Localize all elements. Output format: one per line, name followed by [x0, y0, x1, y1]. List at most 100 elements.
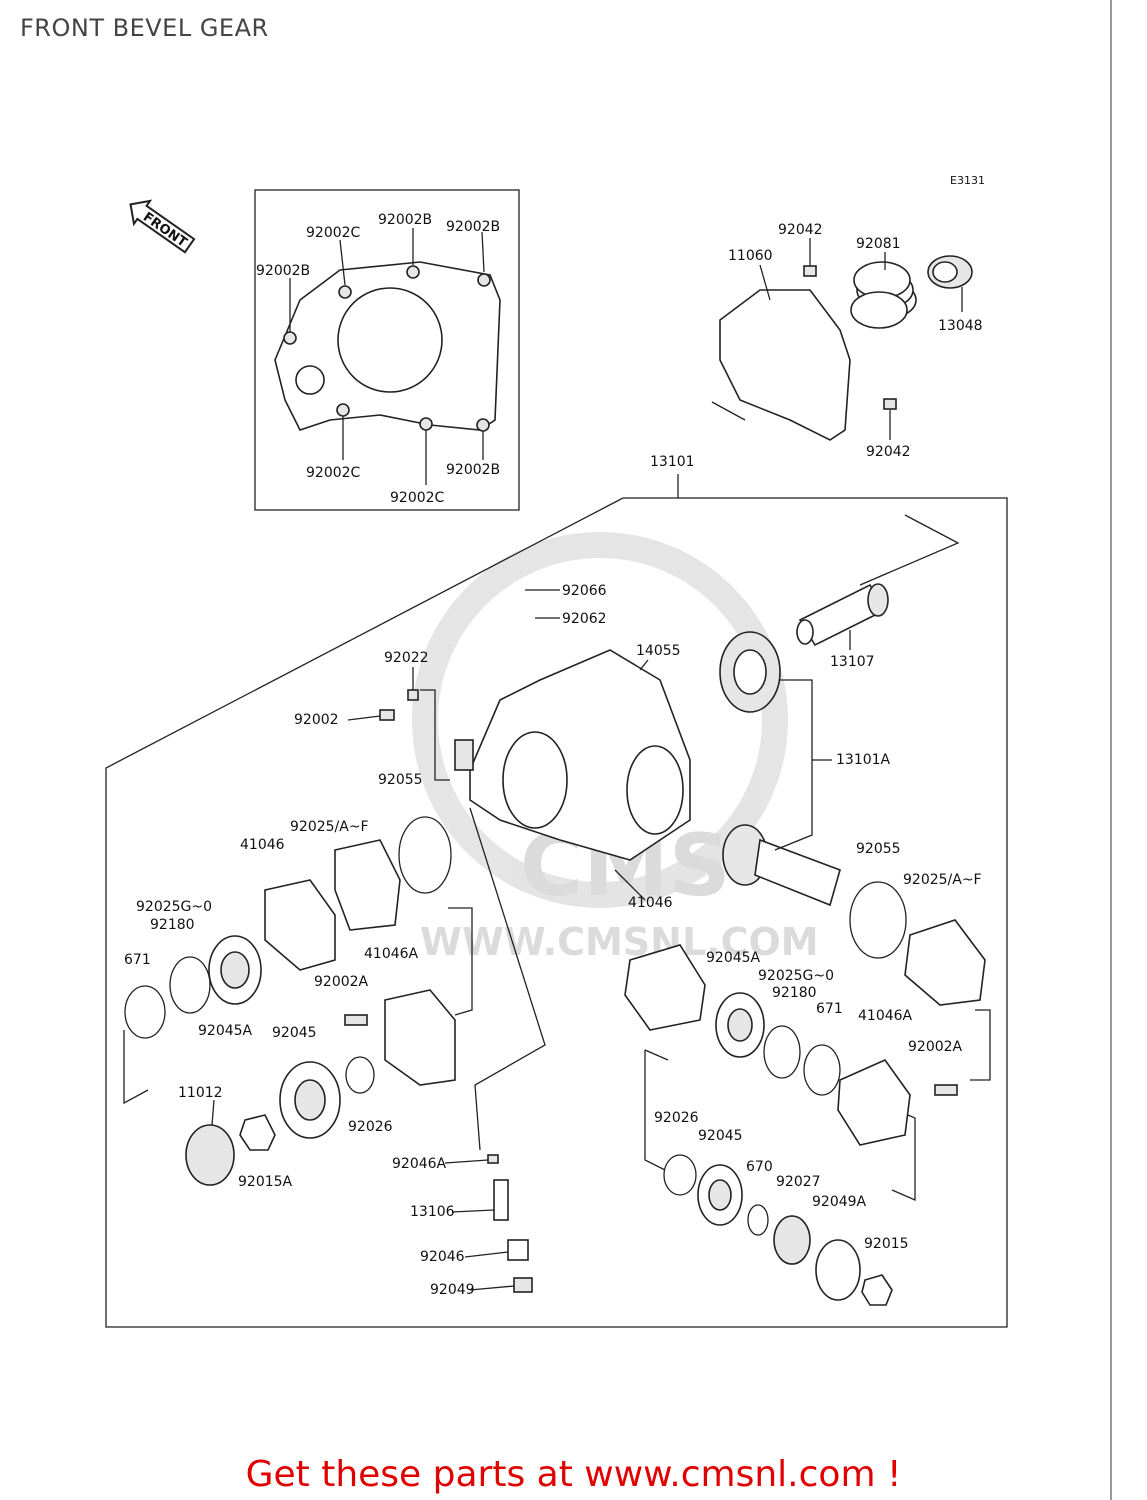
part-label[interactable]: 92002A — [314, 974, 369, 990]
part-label[interactable]: 92026 — [654, 1110, 699, 1126]
part-label[interactable]: 92049A — [812, 1194, 867, 1210]
part-label[interactable]: 92002 — [294, 712, 339, 728]
bolt-92002A-left — [344, 1014, 368, 1026]
shaft-13107 — [796, 583, 889, 647]
part-label[interactable]: 92025/A~F — [903, 872, 982, 888]
part-label[interactable]: 92002C — [306, 225, 361, 241]
part-label[interactable]: 92046 — [420, 1249, 465, 1265]
part-label[interactable]: 92055 — [378, 772, 423, 788]
ring-gear-13101A — [719, 631, 781, 713]
part-label[interactable]: 92025G~0 — [136, 899, 212, 915]
part-label[interactable]: 92015 — [864, 1236, 909, 1252]
part-label[interactable]: 92045 — [698, 1128, 743, 1144]
cover-92025-left — [334, 839, 401, 931]
part-label[interactable]: 671 — [124, 952, 151, 968]
part-label[interactable]: 13101A — [836, 752, 891, 768]
exploded-parts-diagram: CMS WWW.CMSNL.COM E3131 FRONT — [105, 174, 1008, 1328]
part-label[interactable]: 92180 — [772, 985, 817, 1001]
o-ring-671-right — [803, 1044, 841, 1096]
part-label[interactable]: 92042 — [866, 444, 911, 460]
dowel-92042-a — [803, 265, 817, 277]
bearing-housing-41046A-left — [384, 989, 456, 1086]
spring-92081 — [850, 261, 917, 329]
part-label[interactable]: 92002C — [390, 490, 445, 506]
bearing-13048 — [927, 255, 973, 289]
part-label[interactable]: 92025/A~F — [290, 819, 369, 835]
gasket-housing-inset — [274, 261, 501, 432]
part-label[interactable]: 92062 — [562, 611, 607, 627]
page-title: FRONT BEVEL GEAR — [20, 14, 269, 42]
part-label[interactable]: 92002B — [256, 263, 310, 279]
part-label[interactable]: 92002C — [306, 465, 361, 481]
part-label[interactable]: 92042 — [778, 222, 823, 238]
diagram-code: E3131 — [950, 174, 985, 187]
shaft-13106 — [493, 1179, 509, 1221]
part-label[interactable]: 41046A — [858, 1008, 913, 1024]
seal-92180-left — [169, 956, 211, 1014]
part-label[interactable]: 92081 — [856, 236, 901, 252]
part-label[interactable]: 92180 — [150, 917, 195, 933]
part-label[interactable]: 92002A — [908, 1039, 963, 1055]
seal-11012 — [185, 1124, 235, 1186]
part-label[interactable]: 671 — [816, 1001, 843, 1017]
front-arrow-icon: FRONT — [129, 199, 196, 254]
pinion-gear-13101A — [722, 824, 841, 907]
bearing-housing-41046-left — [264, 879, 336, 971]
bolt-92002 — [379, 709, 395, 721]
collar-92027 — [773, 1215, 811, 1265]
part-label[interactable]: 14055 — [636, 643, 681, 659]
part-label[interactable]: 92022 — [384, 650, 429, 666]
page-divider — [1110, 0, 1112, 1500]
part-labels: 92002C 92002B 92002B 92002B 92002C 92002… — [124, 212, 983, 1298]
part-label[interactable]: 670 — [746, 1159, 773, 1175]
part-label[interactable]: 92015A — [238, 1174, 293, 1190]
assembly-outline — [105, 497, 1008, 1328]
part-label[interactable]: 41046A — [364, 946, 419, 962]
washer-92022 — [407, 689, 419, 701]
part-label[interactable]: 92045A — [198, 1023, 253, 1039]
cover-92025-right — [904, 919, 986, 1006]
seal-92046A — [487, 1154, 499, 1164]
nut-92015 — [861, 1274, 893, 1306]
collar-92046 — [507, 1239, 529, 1261]
o-ring-671-left — [124, 985, 166, 1039]
part-label[interactable]: 11012 — [178, 1085, 223, 1101]
gasket-11060 — [719, 289, 851, 441]
part-label[interactable]: 41046 — [240, 837, 285, 853]
bolt-92002A-right — [934, 1084, 958, 1096]
part-label[interactable]: 92046A — [392, 1156, 447, 1172]
part-label[interactable]: 13048 — [938, 318, 983, 334]
seal-92180-right — [763, 1025, 801, 1079]
part-label[interactable]: 13101 — [650, 454, 695, 470]
part-label[interactable]: 92045A — [706, 950, 761, 966]
leader-lines — [123, 228, 991, 1291]
part-label[interactable]: 92055 — [856, 841, 901, 857]
washer-92026-right — [663, 1154, 697, 1196]
collar-92049 — [513, 1277, 533, 1293]
part-label[interactable]: 92027 — [776, 1174, 821, 1190]
part-label[interactable]: 92049 — [430, 1282, 475, 1298]
part-label[interactable]: 41046 — [628, 895, 673, 911]
part-label[interactable]: 92066 — [562, 583, 607, 599]
inset-box — [254, 189, 520, 511]
seal-92049A — [815, 1239, 861, 1301]
part-label[interactable]: 92025G~0 — [758, 968, 834, 984]
part-label[interactable]: 13107 — [830, 654, 875, 670]
o-ring-92055-left — [398, 816, 452, 894]
bearing-housing-41046A-right — [837, 1059, 911, 1146]
nut-92015A — [239, 1114, 276, 1151]
watermark-url: WWW.CMSNL.COM — [420, 920, 819, 964]
o-ring-92055-right — [849, 881, 907, 959]
footer-link[interactable]: Get these parts at www.cmsnl.com ! — [245, 1454, 902, 1495]
part-label[interactable]: 92045 — [272, 1025, 317, 1041]
bearing-housing-41046-right — [624, 944, 706, 1031]
part-label[interactable]: 13106 — [410, 1204, 455, 1220]
part-label[interactable]: 11060 — [728, 248, 773, 264]
part-label[interactable]: 92002B — [378, 212, 432, 228]
part-label[interactable]: 92002B — [446, 219, 500, 235]
part-label[interactable]: 92026 — [348, 1119, 393, 1135]
dowel-92042-b — [883, 398, 897, 410]
gear-case-14055 — [454, 649, 691, 861]
ring-670 — [747, 1204, 769, 1236]
part-label[interactable]: 92002B — [446, 462, 500, 478]
